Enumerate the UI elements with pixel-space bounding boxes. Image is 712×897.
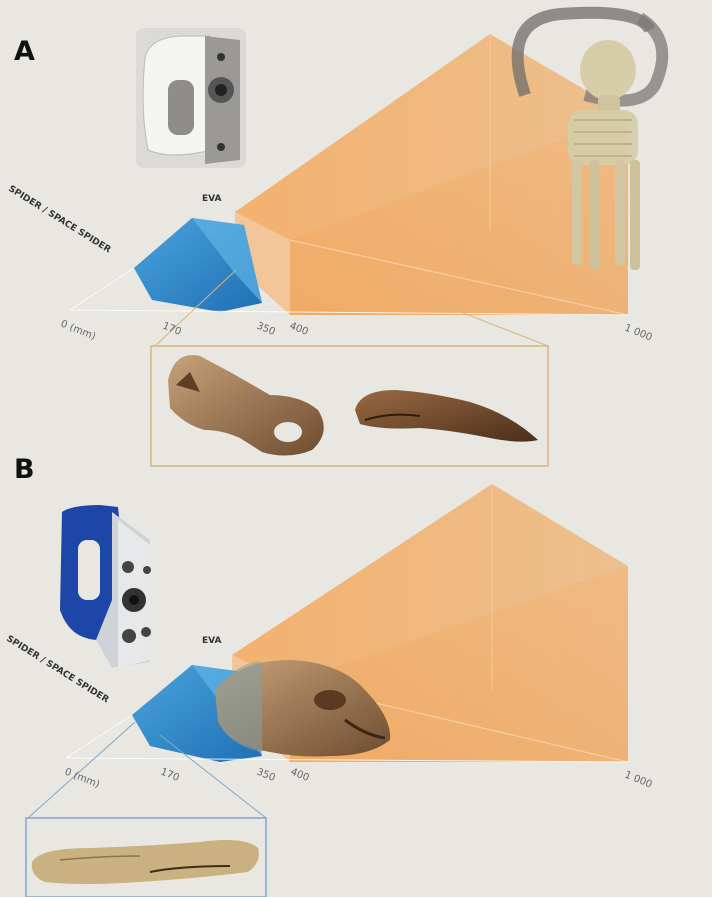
tick-0: 0 (mm) <box>59 319 97 343</box>
panel-a: A <box>6 13 662 466</box>
eva-volume <box>235 34 628 315</box>
spider-volume <box>134 218 262 312</box>
tick-170-b: 170 <box>159 767 181 784</box>
jaw-fossil-image <box>355 390 538 442</box>
eva-scanner-image <box>136 28 246 168</box>
tick-1000: 1 000 <box>623 323 654 344</box>
tick-400-b: 400 <box>289 767 311 784</box>
panel-b: B <box>4 454 653 897</box>
inset-connector-left-b <box>28 722 135 818</box>
tick-400: 400 <box>288 321 310 338</box>
spider-scanner-image <box>60 505 151 668</box>
bone-fragment-image <box>32 840 259 884</box>
tick-350: 350 <box>255 321 277 338</box>
tick-0-b: 0 (mm) <box>63 767 101 791</box>
spider-label-b: SPIDER / SPACE SPIDER <box>4 634 110 705</box>
skull-fossil-image <box>168 355 324 456</box>
eva-label-b: EVA <box>202 636 222 646</box>
tick-350-b: 350 <box>255 767 277 784</box>
spider-label: SPIDER / SPACE SPIDER <box>6 184 112 255</box>
eva-label: EVA <box>202 194 222 204</box>
tick-1000-b: 1 000 <box>623 770 654 791</box>
panel-b-letter: B <box>14 454 35 485</box>
panel-a-letter: A <box>14 36 35 67</box>
